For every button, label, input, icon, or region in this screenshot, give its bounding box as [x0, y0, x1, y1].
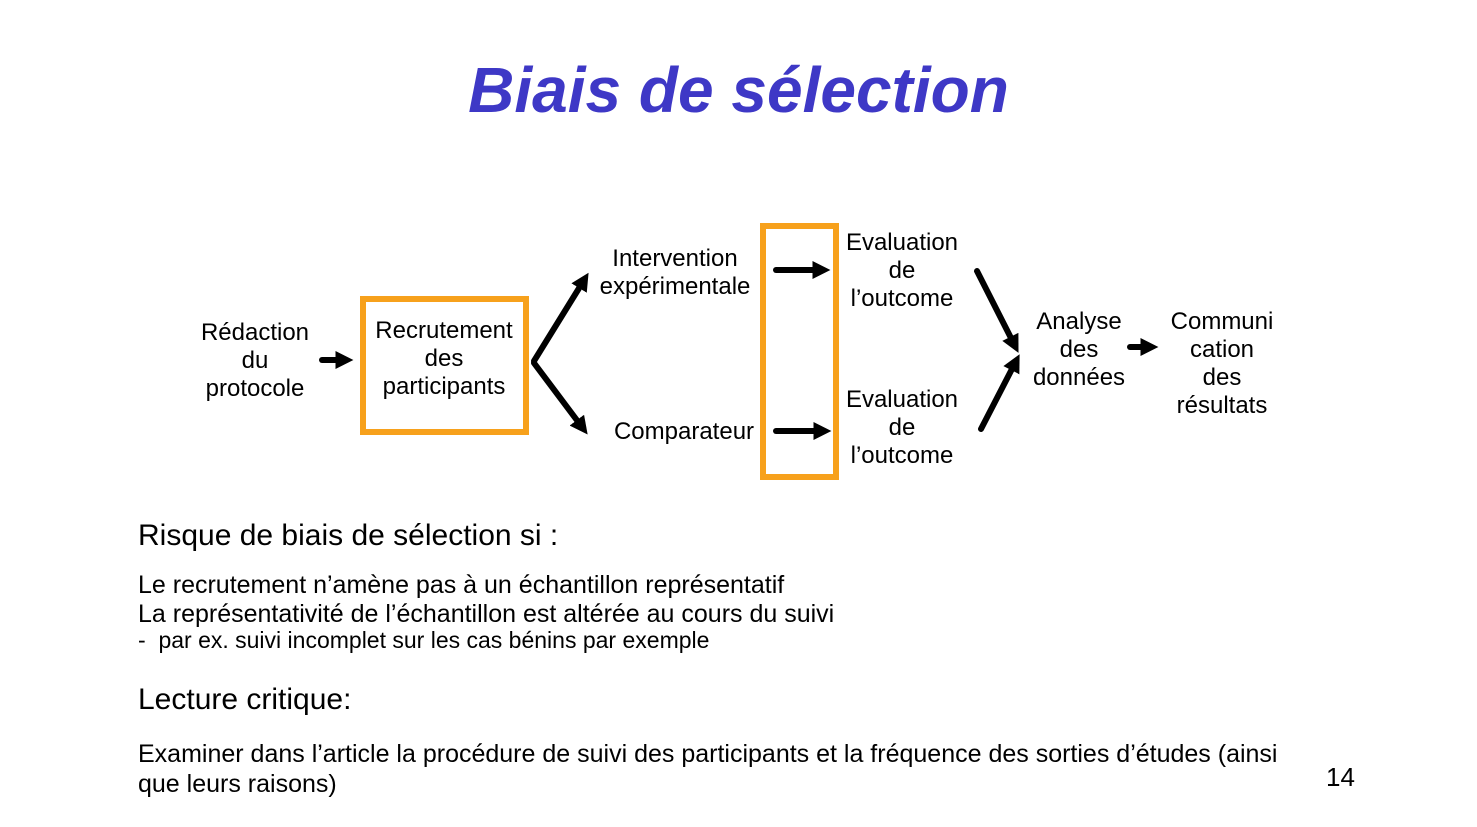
risk-line-2: La représentativité de l’échantillon est…	[138, 600, 835, 628]
risk-example-bullet: - par ex. suivi incomplet sur les cas bé…	[138, 627, 710, 653]
node-recrutement-participants: Recrutement des participants	[375, 317, 513, 400]
slide-title: Biais de sélection	[468, 54, 1009, 126]
node-evaluation-outcome-bottom: Evaluation de l’outcome	[845, 386, 959, 469]
node-evaluation-outcome-top: Evaluation de l’outcome	[845, 229, 959, 312]
node-redaction-protocole: Rédaction du protocole	[200, 319, 310, 402]
critical-reading-body: Examiner dans l’article la procédure de …	[138, 740, 1278, 798]
highlight-box-evaluation	[760, 223, 839, 480]
risk-line-1: Le recrutement n’amène pas à un échantil…	[138, 571, 785, 599]
critical-reading-heading: Lecture critique:	[138, 683, 352, 716]
node-analyse-donnees: Analyse des données	[1032, 308, 1126, 391]
node-communication-resultats: Communi cation des résultats	[1170, 308, 1274, 419]
highlight-box-recrutement	[360, 296, 529, 435]
node-intervention-experimentale: Intervention expérimentale	[599, 245, 751, 300]
page-number: 14	[1326, 762, 1355, 792]
risk-heading: Risque de biais de sélection si :	[138, 519, 559, 552]
node-comparateur: Comparateur	[613, 418, 755, 445]
